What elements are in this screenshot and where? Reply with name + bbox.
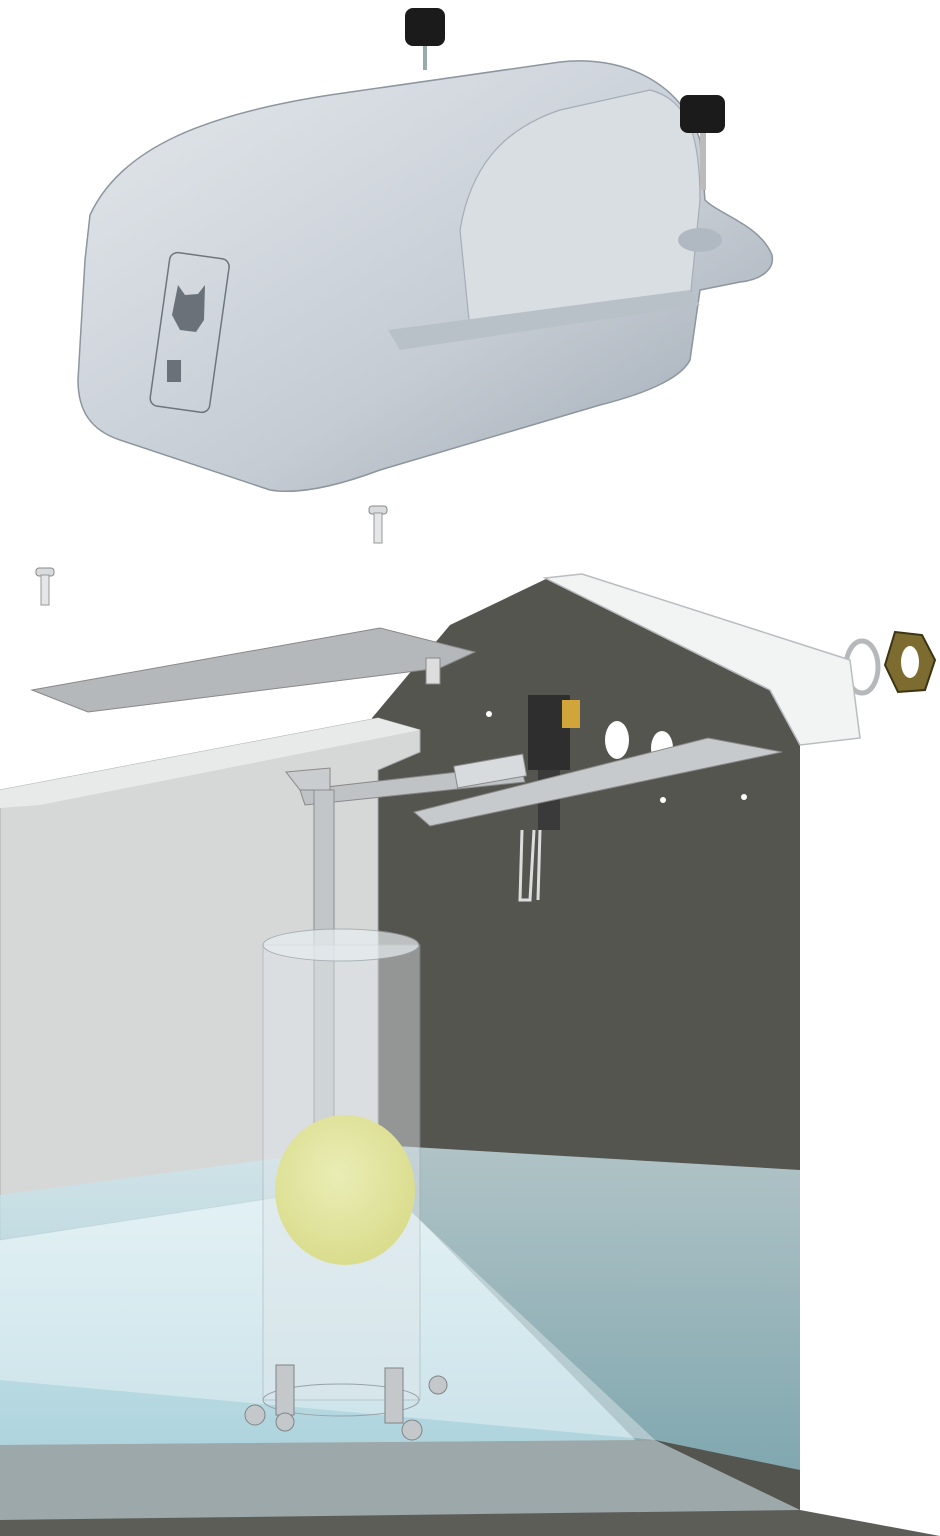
bracket-bar (412, 737, 783, 827)
cover-logo (149, 251, 230, 414)
mounting-feet (244, 1364, 448, 1441)
top-cap (542, 573, 861, 746)
screw (35, 567, 55, 606)
knob-top (405, 8, 445, 70)
cow-logo-icon (172, 285, 205, 332)
water (0, 1145, 800, 1470)
float (275, 1115, 415, 1265)
float-cylinder (262, 928, 421, 1417)
knob-right (680, 95, 725, 190)
hex-nut (883, 630, 937, 694)
screw (368, 505, 388, 544)
top-plate (30, 627, 477, 713)
cover-housing (77, 60, 774, 493)
